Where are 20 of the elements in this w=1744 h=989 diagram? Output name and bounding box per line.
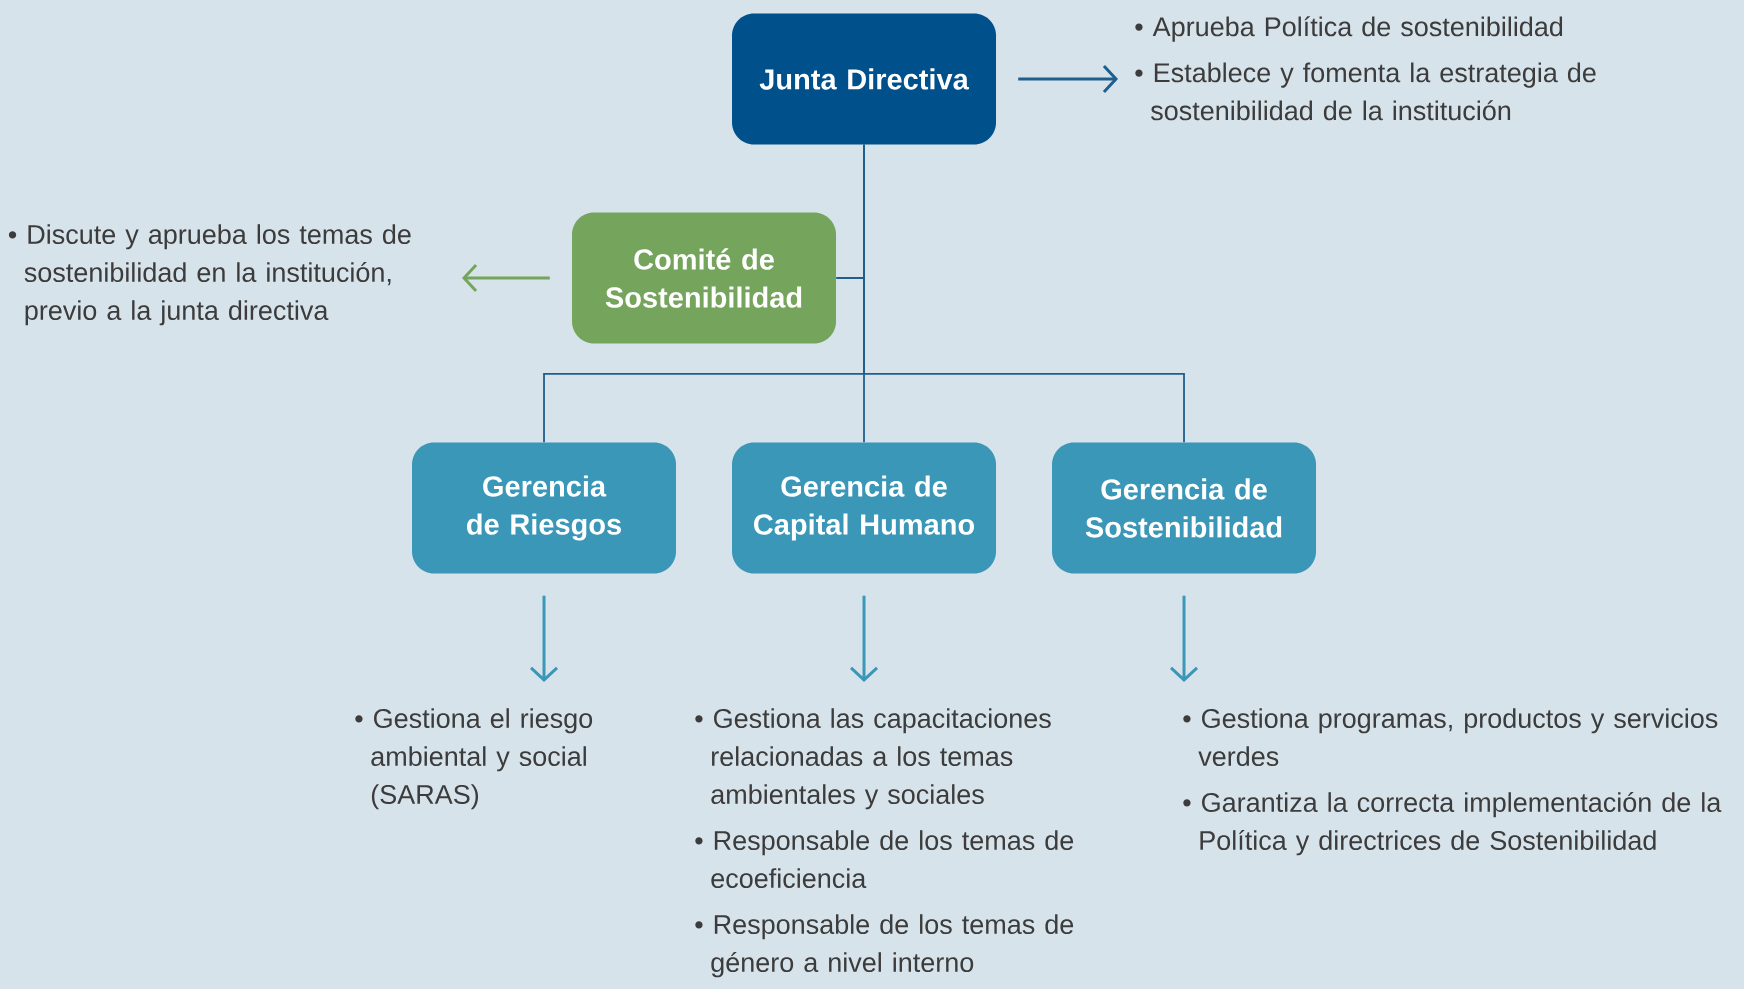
org-box: Gerencia de Capital Humano [732,442,996,574]
bullet-text: • Garantiza la correcta implementación de la Política y directrices de Sostenibilidad [1183,791,1722,856]
bullet-text: • Gestiona las capacitaciones relacionadas a los temas ambientales y sociales [695,708,1051,810]
org-box: Comité de Sostenibilidad [572,212,836,344]
bullet-text: • Responsable de los temas de ecoeficiencia [695,830,1074,889]
bullet-text: • Discute y aprueba los temas de sostenibilidad en la institución, previo a la junta directiva [8,224,411,326]
bullet-text: • Responsable de los temas de género a nivel interno [695,914,1074,978]
arrow [850,595,879,682]
arrow [530,595,559,682]
bullet-text: • Gestiona el riesgo ambiental y social (SARAS) [355,708,593,810]
bullet-text: • Gestiona programas, productos y servicios verdes [1183,708,1718,767]
org-box: Gerencia de Sostenibilidad [1052,442,1316,574]
arrow [1170,595,1199,682]
org-box: Gerencia de Riesgos [412,442,676,574]
bullet-text: • Establece y fomenta la estrategia de sostenibilidad de la institución [1135,62,1596,121]
arrow [1018,65,1118,94]
bullet-text: • Aprueba Política de sostenibilidad [1135,16,1563,42]
org-box: Junta Directiva [732,13,996,145]
connector-line [863,143,1185,444]
arrow [462,264,550,293]
